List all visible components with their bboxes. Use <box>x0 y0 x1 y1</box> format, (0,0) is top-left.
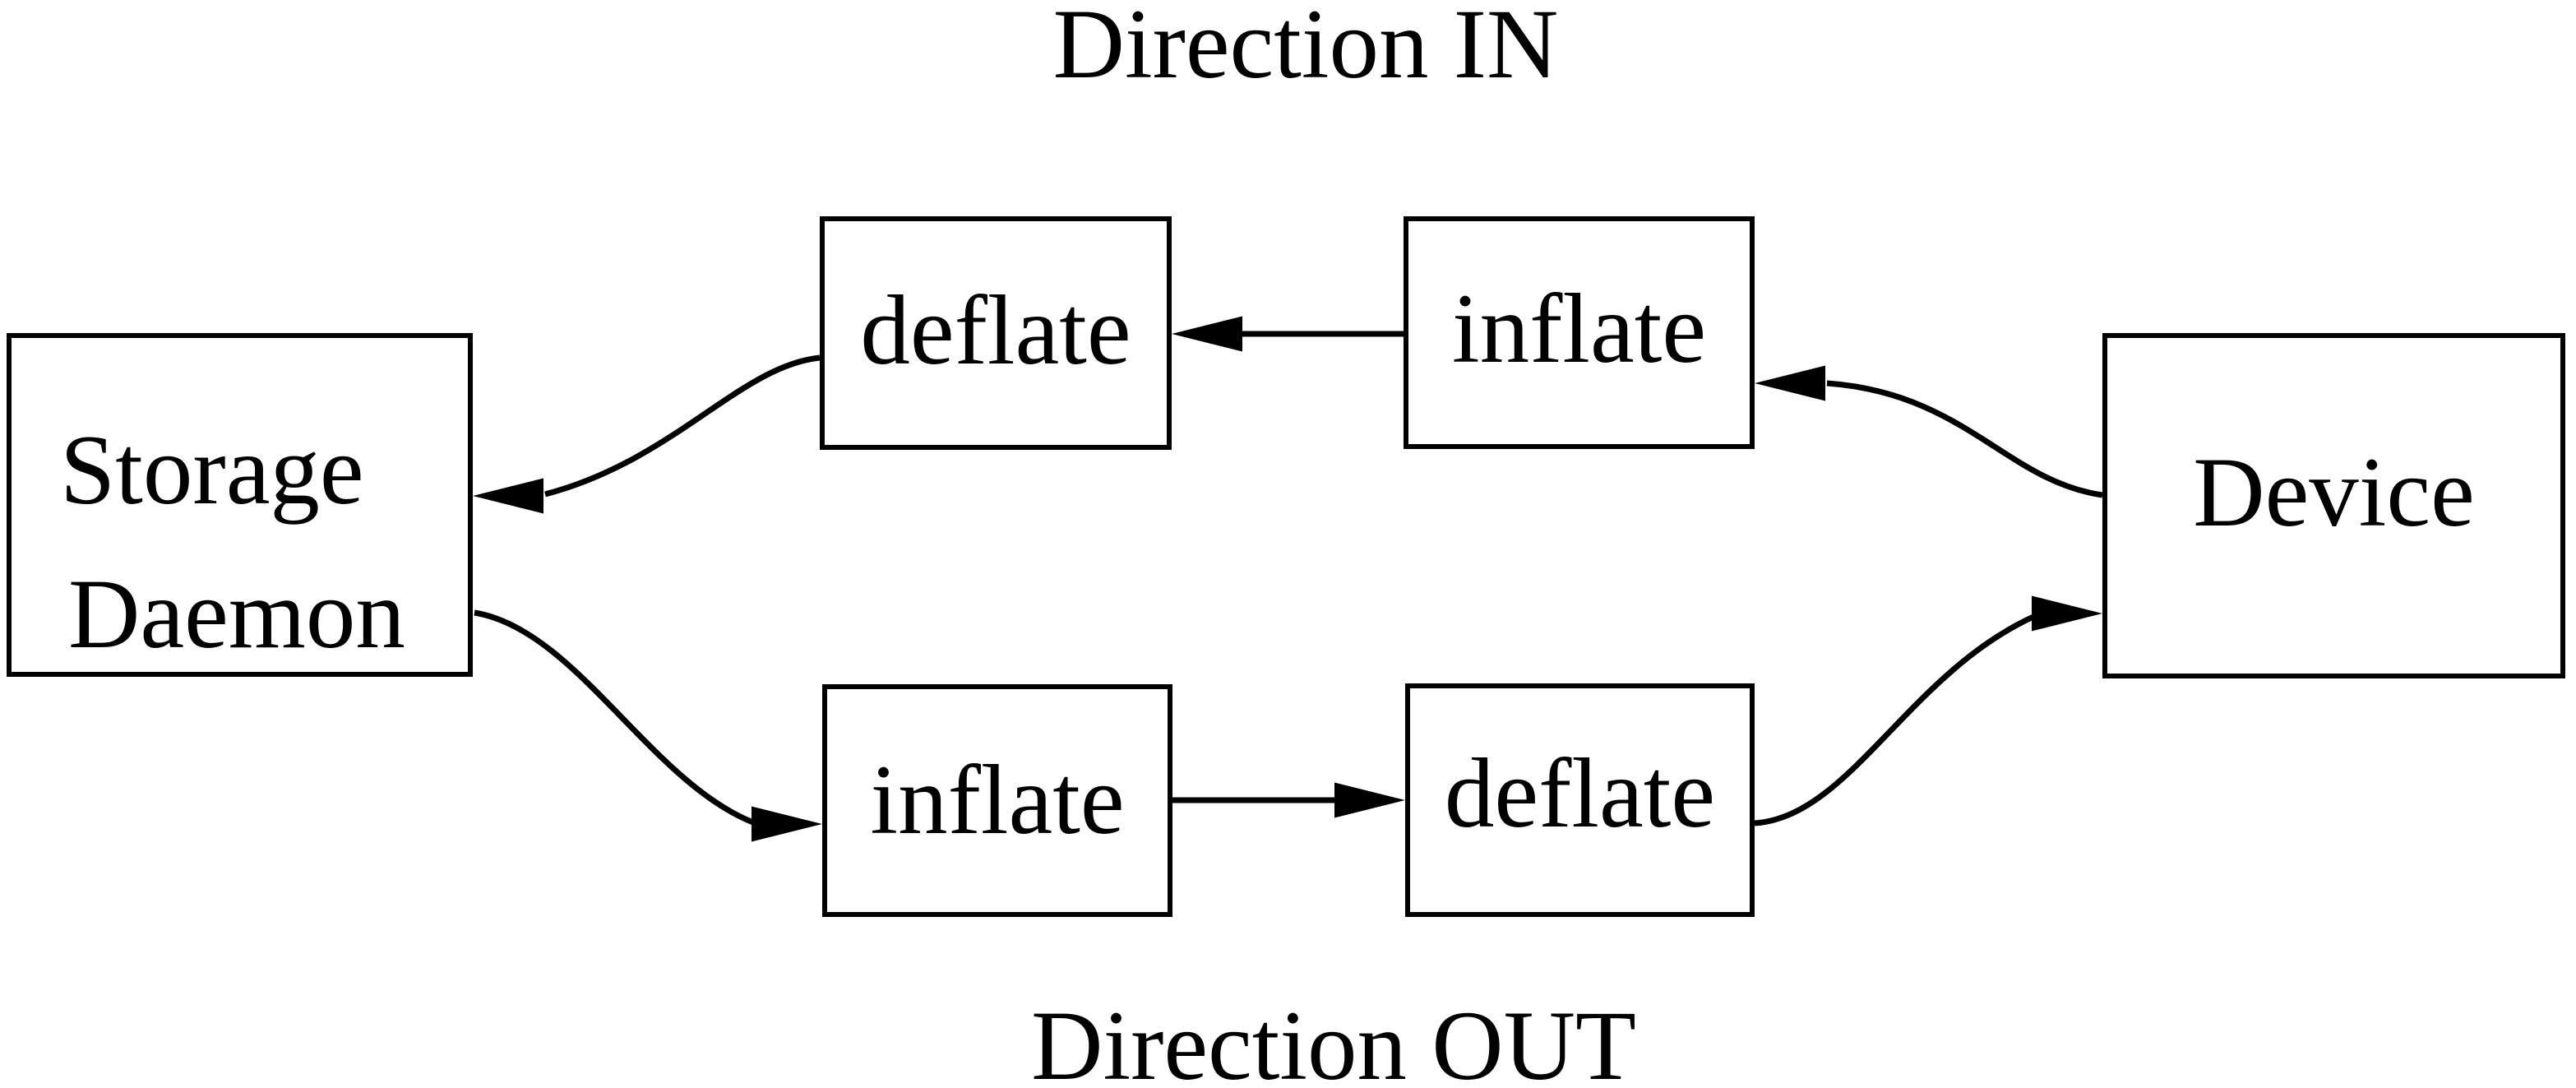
edge-deflate-bottom-to-device <box>1754 595 2102 826</box>
node-device: Device <box>2102 333 2565 678</box>
edge-inflate-top-to-deflate-top <box>1172 316 1404 352</box>
device-label: Device <box>2193 438 2475 548</box>
node-deflate-top: deflate <box>820 216 1172 450</box>
storage-daemon-label-line2: Daemon <box>68 559 405 669</box>
arrowhead-into-storage-daemon <box>473 478 543 514</box>
inflate-top-label: inflate <box>1451 274 1707 384</box>
arrowhead-into-device <box>2032 595 2102 632</box>
title-direction-in: Direction IN <box>1052 0 1559 100</box>
node-deflate-bottom: deflate <box>1405 683 1755 917</box>
node-inflate-top: inflate <box>1404 216 1755 449</box>
arrowhead-into-inflate-top <box>1755 365 1825 401</box>
edge-device-to-inflate-top <box>1755 365 2103 498</box>
title-direction-out: Direction OUT <box>1031 991 1636 1088</box>
arrowhead-into-deflate-bottom <box>1334 782 1405 818</box>
edge-storage-daemon-to-inflate-bottom <box>474 609 822 842</box>
node-inflate-bottom: inflate <box>822 684 1172 917</box>
node-storage-daemon: Storage Daemon <box>7 333 473 677</box>
edge-inflate-bottom-to-deflate-bottom <box>1172 782 1405 818</box>
edge-deflate-top-to-storage-daemon <box>473 354 821 514</box>
arrowhead-into-deflate-top <box>1172 316 1242 352</box>
deflate-top-label: deflate <box>860 275 1131 386</box>
storage-daemon-label-line1: Storage <box>60 415 364 525</box>
inflate-bottom-label: inflate <box>870 745 1125 855</box>
arrowhead-into-inflate-bottom <box>752 806 822 842</box>
deflate-bottom-label: deflate <box>1444 738 1716 849</box>
